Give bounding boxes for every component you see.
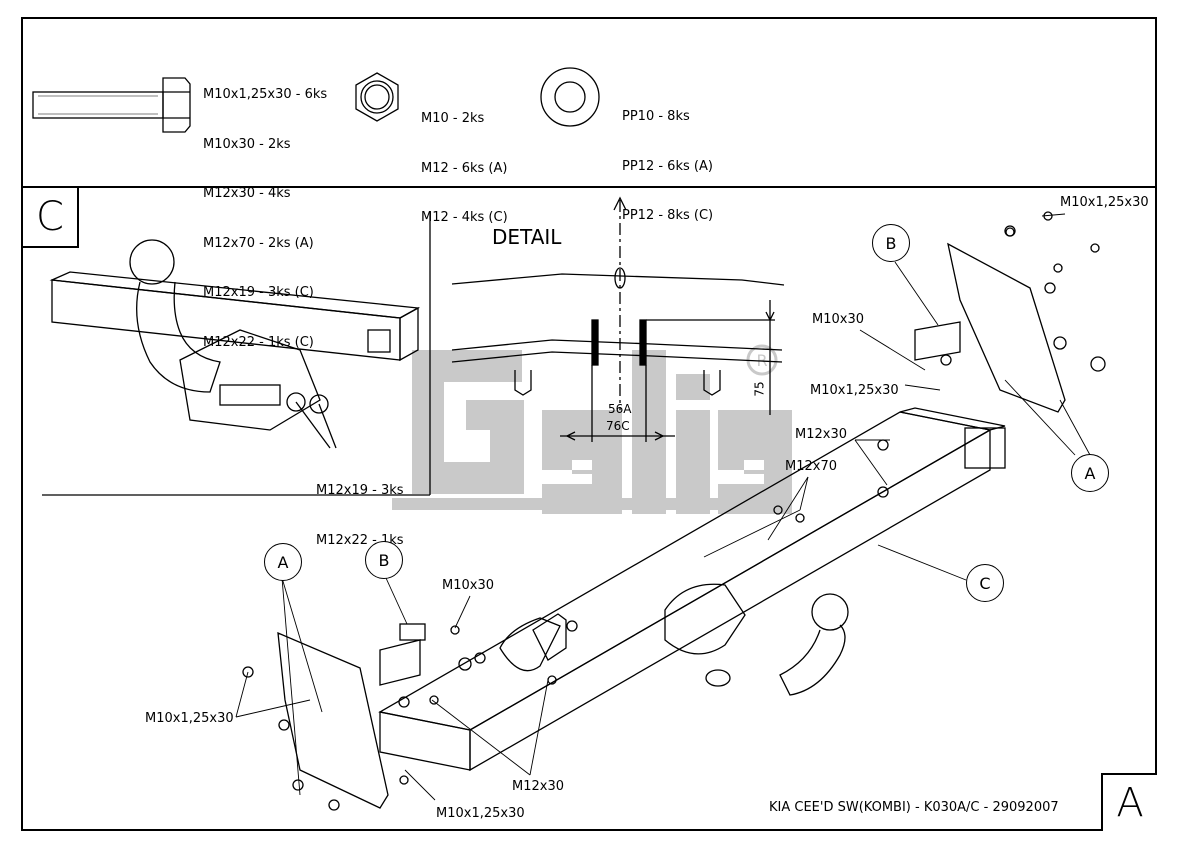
callout-a-right: A: [1071, 454, 1109, 492]
drawing-title: KIA CEE'D SW(KOMBI) - K030A/C - 29092007: [769, 800, 1059, 815]
panel-c-bolt-label: M12x22 - 1ks: [316, 532, 404, 548]
bolt-list-item: M10x1,25x30 - 6ks: [203, 87, 328, 102]
label-m10x125x30-mid: M10x1,25x30: [810, 383, 899, 398]
washer-list-item: PP12 - 8ks (C): [622, 208, 714, 223]
panel-c-border: [42, 212, 431, 496]
detail-title: DETAIL: [492, 225, 562, 249]
leader-lines: [235, 213, 1091, 801]
nut-icon: [355, 72, 399, 122]
label-m10x125x30-left: M10x1,25x30: [145, 711, 234, 726]
nut-list-item: M12 - 4ks (C): [421, 210, 508, 225]
bolt-list-item: M12x22 - 1ks (C): [203, 334, 314, 350]
label-m10x125x30-bottom: M10x1,25x30: [436, 806, 525, 821]
label-m12x30-bottom: M12x30: [512, 779, 564, 794]
bolt-list-item: M12x30 - 4ks: [203, 186, 291, 201]
panel-c-letter: C: [21, 186, 79, 248]
left-bracket-drawing: [277, 613, 567, 809]
panel-c-bolt-label: M12x19 - 3ks: [316, 483, 404, 498]
sheet-letter: A: [1101, 773, 1157, 831]
nut-list: M10 - 2ks M12 - 6ks (A) M12 - 4ks (C): [421, 78, 508, 243]
nut-list-item: M10 - 2ks: [421, 111, 485, 126]
bolt-list-item: M10x30 - 2ks: [203, 136, 291, 152]
dimension-75: 75: [752, 381, 767, 397]
right-bracket-drawing: [914, 225, 1106, 413]
washer-list-item: PP12 - 6ks (A): [622, 158, 713, 174]
header-divider: [21, 186, 1157, 188]
callout-a-left: A: [264, 543, 302, 581]
hitch-bar-drawing: [378, 407, 1006, 772]
nut-list-item: M12 - 6ks (A): [421, 160, 508, 176]
callout-c-right: C: [966, 564, 1004, 602]
label-m10x30-left: M10x30: [442, 578, 494, 593]
drawing-frame: [21, 17, 1157, 831]
dimension-56a: 56A: [608, 402, 632, 416]
bolt-list: M10x1,25x30 - 6ks M10x30 - 2ks M12x30 - …: [203, 54, 327, 368]
washer-icon: [540, 67, 600, 127]
bolt-list-item: M12x19 - 3ks (C): [203, 285, 314, 300]
washer-list: PP10 - 8ks PP12 - 6ks (A) PP12 - 8ks (C): [622, 76, 713, 241]
panel-c-bolts: M12x19 - 3ks M12x22 - 1ks: [316, 450, 404, 566]
washer-list-item: PP10 - 8ks: [622, 109, 690, 124]
hardware-glyphs: [242, 211, 1100, 811]
dimension-76c: 76C: [606, 419, 630, 433]
label-m10x125x30-top: M10x1,25x30: [1060, 195, 1149, 210]
bolt-icon: [32, 77, 191, 133]
bolt-list-item: M12x70 - 2ks (A): [203, 235, 314, 251]
detail-drawing: [451, 196, 785, 442]
callout-b-left: B: [365, 541, 403, 579]
label-m12x30-right: M12x30: [795, 427, 847, 442]
panel-c-drawing: [49, 239, 421, 449]
label-m12x70: M12x70: [785, 459, 837, 474]
callout-b-top: B: [872, 224, 910, 262]
label-m10x30-top: M10x30: [812, 312, 864, 327]
